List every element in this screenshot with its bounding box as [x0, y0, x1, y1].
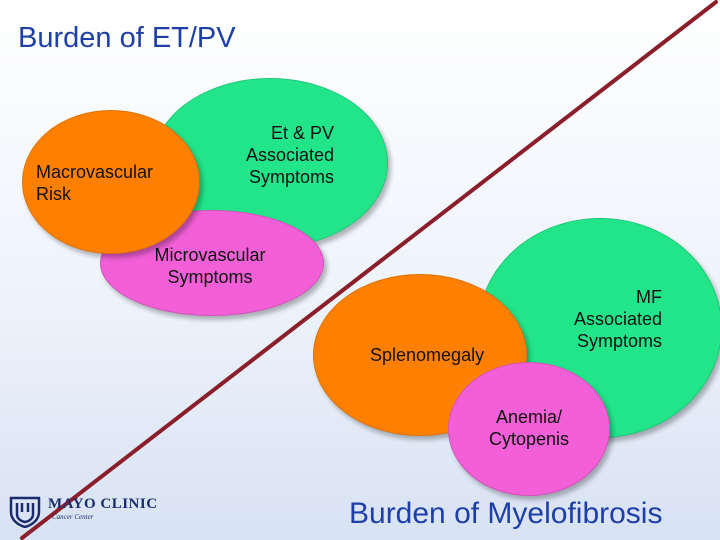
logo-subtitle: Cancer Center: [52, 513, 94, 521]
bottom-title: Burden of Myelofibrosis: [349, 497, 663, 530]
mayo-shield-icon: [9, 496, 41, 528]
logo-name: MAYO CLINIC: [48, 496, 158, 512]
splenomegaly-label: Splenomegaly: [370, 345, 485, 365]
slide-title: Burden of ET/PV: [18, 22, 236, 54]
mayo-clinic-logo: MAYO CLINIC Cancer Center: [8, 494, 157, 528]
mf-associated-symptoms-label: MF Associated Symptoms: [573, 287, 662, 351]
anemia-cytopenis-label: Anemia/ Cytopenis: [488, 407, 570, 449]
microvascular-symptoms-label: Microvascular Symptoms: [154, 245, 266, 287]
et-pv-associated-symptoms-label: Et & PV Associated Symptoms: [245, 123, 334, 187]
macrovascular-risk-label: Macrovascular Risk: [36, 162, 154, 204]
